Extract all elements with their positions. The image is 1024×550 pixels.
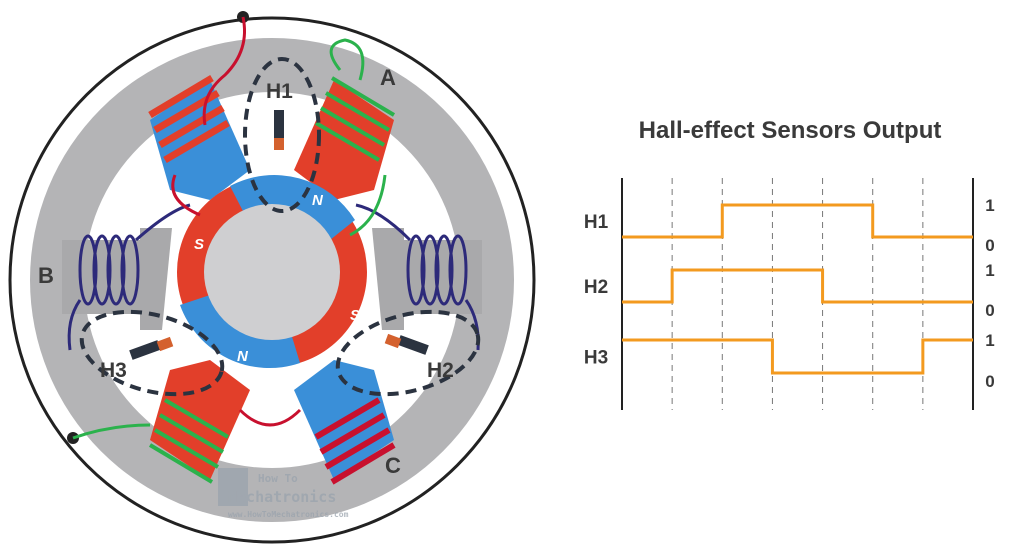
wire-red-mid: [171, 174, 201, 217]
level-label-high: 1: [985, 331, 994, 350]
wire-green-top: [329, 38, 365, 81]
wire-red: [202, 16, 247, 126]
phase-label-b: B: [38, 263, 54, 288]
level-label-low: 0: [985, 301, 994, 320]
svg-text:Mechatronics: Mechatronics: [228, 488, 336, 506]
level-label-high: 1: [985, 196, 994, 215]
rotor-pole-label: S: [194, 236, 204, 253]
rotor-pole-label: N: [312, 192, 324, 209]
coil-bottom-right-C: [294, 360, 396, 485]
hall-sensor-h2: [335, 309, 481, 397]
hall-sensor-h1: [243, 57, 321, 213]
wire-red-bottom: [238, 408, 302, 427]
rotor-core: [204, 204, 340, 340]
series-label: H1: [584, 212, 609, 233]
chart-title: Hall-effect Sensors Output: [639, 117, 942, 144]
phase-label-c: C: [385, 453, 401, 478]
watermark-logo: How To Mechatronics www.HowToMechatronic…: [218, 468, 349, 519]
svg-text:How To: How To: [258, 472, 298, 485]
outer-wire-circle: [8, 16, 536, 544]
svg-text:www.HowToMechatronics.com: www.HowToMechatronics.com: [228, 509, 349, 519]
sensor-label-h1: H1: [266, 80, 293, 103]
wire-green-mid: [349, 174, 387, 237]
level-label-high: 1: [985, 261, 994, 280]
sensor-label-h2: H2: [427, 359, 454, 382]
rotor-pole-label: N: [237, 348, 249, 365]
series-label: H2: [584, 277, 608, 298]
series-line-h3: [622, 338, 973, 375]
hall-sensor-h3: [79, 309, 225, 397]
series-line-h1: [622, 203, 973, 239]
bldc-motor-diagram: N S N S A B C H1 H2 H3: [8, 11, 536, 544]
rotor-pole-label: S: [350, 307, 360, 324]
series-label: H3: [584, 348, 608, 369]
phase-label-a: A: [380, 65, 396, 90]
wire-green: [72, 423, 151, 440]
coil-bottom-left: [148, 360, 250, 484]
sensor-label-h3: H3: [100, 359, 127, 382]
coil-top-right-A: [294, 76, 396, 200]
level-label-low: 0: [985, 236, 994, 255]
series-line-h2: [622, 268, 973, 304]
level-label-low: 0: [985, 372, 994, 391]
